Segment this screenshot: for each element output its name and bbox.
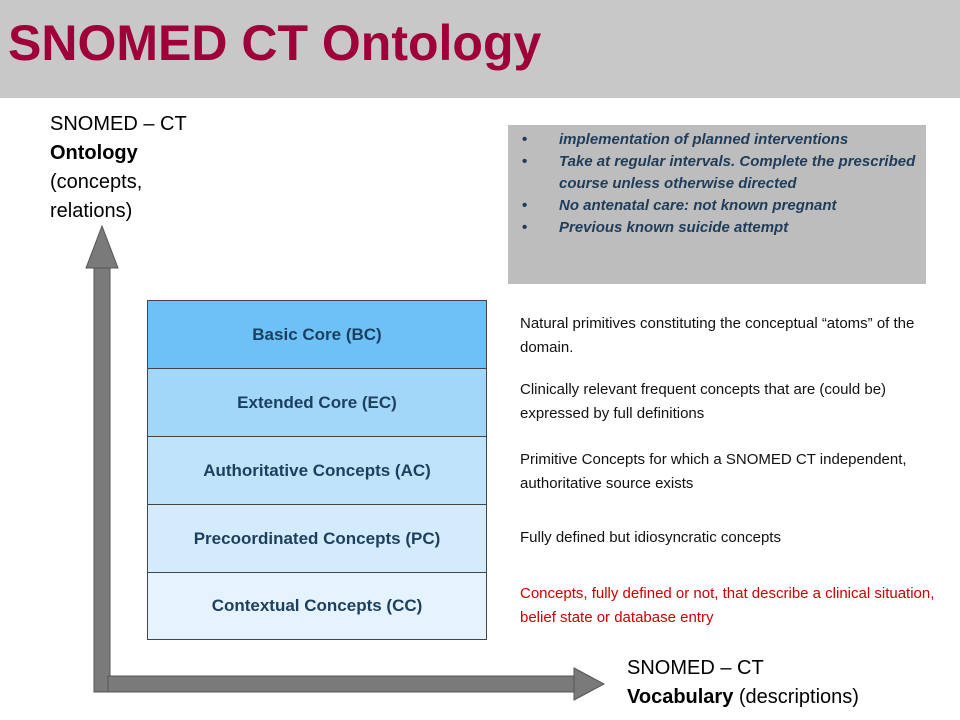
x-axis-label-rest: (descriptions)	[733, 686, 859, 708]
y-axis-arrowhead	[85, 224, 119, 269]
bullet-item: • implementation of planned interventions	[522, 129, 916, 151]
bullet-text: Previous known suicide attempt	[559, 219, 789, 236]
y-axis-label: SNOMED – CT Ontology (concepts, relation…	[50, 110, 187, 226]
layer-extended-core: Extended Core (EC)	[147, 368, 487, 436]
layer-label: Precoordinated Concepts (PC)	[193, 528, 441, 548]
description-precoordinated-concepts: Fully defined but idiosyncratic concepts	[520, 529, 781, 546]
x-axis-label: SNOMED – CT Vocabulary (descriptions)	[627, 654, 859, 712]
bullet-glyph: •	[522, 197, 528, 214]
y-axis-shaft	[93, 267, 111, 693]
y-axis-label-line3: (concepts,	[50, 171, 143, 193]
x-axis-label-line1: SNOMED – CT	[627, 657, 764, 679]
y-axis-label-line1: SNOMED – CT	[50, 113, 187, 135]
bullet-text: No antenatal care: not known pregnant	[559, 197, 837, 214]
x-axis-arrowhead	[573, 667, 606, 701]
layer-precoordinated-concepts: Precoordinated Concepts (PC)	[147, 504, 487, 572]
layer-contextual-concepts: Contextual Concepts (CC)	[147, 572, 487, 640]
description-contextual-concepts: Concepts, fully defined or not, that des…	[520, 585, 935, 626]
layer-label: Authoritative Concepts (AC)	[203, 460, 431, 480]
bullet-glyph: •	[522, 153, 528, 170]
page-title: SNOMED CT Ontology	[8, 15, 542, 71]
bullet-glyph: •	[522, 131, 528, 148]
bullet-text: implementation of planned interventions	[559, 131, 849, 148]
description-authoritative-concepts: Primitive Concepts for which a SNOMED CT…	[520, 451, 907, 492]
layer-label: Extended Core (EC)	[237, 392, 397, 412]
description-basic-core: Natural primitives constituting the conc…	[520, 315, 915, 356]
bullet-item: • Previous known suicide attempt	[522, 217, 916, 239]
layer-basic-core: Basic Core (BC)	[147, 300, 487, 368]
title-bar: SNOMED CT Ontology	[0, 0, 960, 98]
x-axis-label-bold: Vocabulary	[627, 686, 734, 708]
bullet-item: • No antenatal care: not known pregnant	[522, 195, 916, 217]
x-axis-shaft	[107, 675, 577, 693]
example-bullets-box: • implementation of planned interventions…	[508, 125, 926, 284]
y-axis-label-line2: Ontology	[50, 142, 138, 164]
bullet-text: Take at regular intervals. Complete the …	[559, 153, 916, 192]
layer-label: Contextual Concepts (CC)	[211, 596, 423, 615]
bullet-glyph: •	[522, 219, 528, 236]
concept-layers: Basic Core (BC) Extended Core (EC) Autho…	[147, 300, 487, 640]
layer-label: Basic Core (BC)	[252, 324, 382, 344]
layer-authoritative-concepts: Authoritative Concepts (AC)	[147, 436, 487, 504]
bullet-item: • Take at regular intervals. Complete the…	[522, 151, 916, 195]
x-axis-label-line2: Vocabulary (descriptions)	[627, 686, 859, 708]
y-axis-label-line4: relations)	[50, 200, 133, 222]
description-extended-core: Clinically relevant frequent concepts th…	[520, 381, 887, 422]
